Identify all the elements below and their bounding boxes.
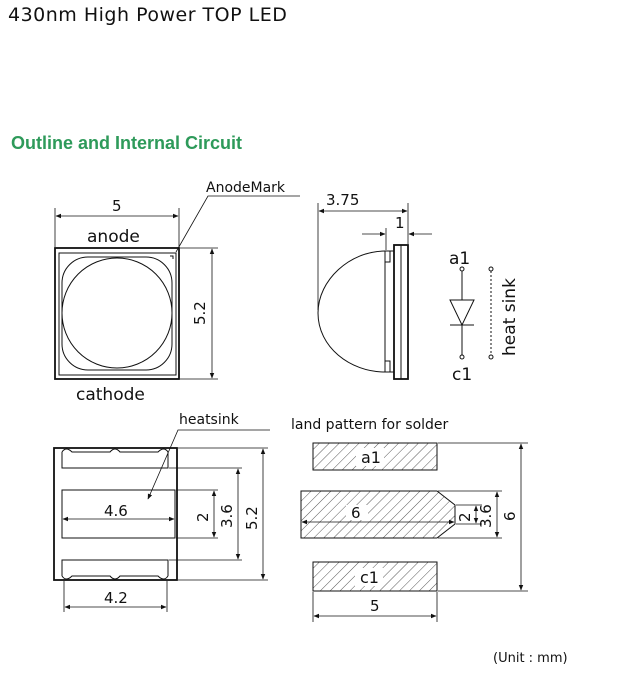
bottom-view: 4.6 heatsink 2 3.6 5.2 4.2 <box>53 412 270 612</box>
top-view-outline <box>54 247 180 380</box>
heatsink-pad <box>61 489 176 539</box>
inner-height-dim-text: 3.6 <box>218 504 236 528</box>
top-view-inner <box>58 252 177 376</box>
land-center-pad <box>300 490 456 539</box>
anode-mark-leader <box>175 195 300 253</box>
diode-symbol <box>449 299 475 327</box>
land-total-height-dim-text: 6 <box>501 511 519 521</box>
offset-dim-text: 1 <box>395 214 405 232</box>
lens-circle <box>61 257 173 369</box>
anode-label: anode <box>87 227 140 247</box>
bottom-bottom-pad <box>61 559 169 576</box>
bottom-width-dim-text: 4.2 <box>104 589 128 607</box>
width-dim-text: 5 <box>112 197 122 215</box>
land-pad-height-dim-text: 2 <box>456 512 474 522</box>
section-title: Outline and Internal Circuit <box>11 133 243 153</box>
land-c1-label: c1 <box>360 568 379 587</box>
bottom-top-pad <box>61 452 169 469</box>
circuit-a1-label: a1 <box>449 249 470 269</box>
circuit-c1-label: c1 <box>452 365 472 385</box>
dome-outline <box>317 250 386 373</box>
anode-mark-label: AnodeMark <box>206 180 286 196</box>
unit-note: (Unit : mm) <box>493 651 568 666</box>
cathode-label: cathode <box>76 385 145 405</box>
page-title: 430nm High Power TOP LED <box>8 4 288 26</box>
center-width-dim-text: 6 <box>351 504 361 522</box>
internal-circuit: a1 c1 heat sink <box>449 249 520 385</box>
pad-height-dim-text: 2 <box>194 512 212 522</box>
c1-terminal <box>459 354 465 360</box>
land-pattern: land pattern for solder a1 6 c1 2 3.6 6 … <box>291 417 528 622</box>
heatsink-leader <box>147 429 270 500</box>
height-dim-text: 5.2 <box>191 301 209 325</box>
heat-sink-label: heat sink <box>500 278 520 356</box>
total-height-dim-text: 5.2 <box>243 506 261 530</box>
pad-width-dim-text: 4.6 <box>104 502 128 520</box>
side-view: 3.75 1 <box>317 191 432 380</box>
land-a1-label: a1 <box>361 448 381 467</box>
land-pattern-title: land pattern for solder <box>291 417 449 433</box>
top-view: 5 5.2 AnodeMark anode cathode <box>54 180 300 405</box>
bottom-view-outline <box>53 447 178 581</box>
land-inner-height-dim-text: 3.6 <box>477 504 495 528</box>
anode-mark-corner <box>168 252 177 262</box>
land-bottom-width-dim-text: 5 <box>370 597 380 615</box>
heatsink-label: heatsink <box>179 412 240 428</box>
depth-dim-text: 3.75 <box>326 191 359 209</box>
side-body <box>384 250 395 373</box>
